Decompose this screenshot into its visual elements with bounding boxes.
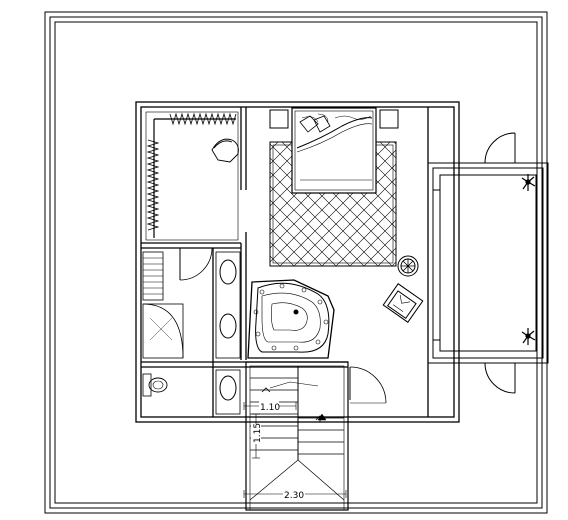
jacuzzi-tub (247, 279, 335, 359)
vanity-counter (215, 251, 241, 415)
outer-boundary (44, 11, 548, 514)
balcony-door-bottom (484, 362, 516, 394)
staircase (245, 361, 349, 511)
nightstand (269, 109, 399, 129)
chair-icon (211, 138, 239, 163)
dimension-height-a: 1.15 (253, 423, 263, 443)
bedroom-door (349, 366, 387, 404)
shower (142, 303, 184, 359)
balcony (427, 162, 549, 364)
dimension-width-a: 1.10 (260, 403, 280, 413)
balcony-door-top (484, 132, 516, 164)
dimension-width-b: 2.30 (284, 491, 304, 501)
bathroom-door (179, 247, 213, 281)
plant-icon (521, 174, 536, 191)
toilet-icon (142, 373, 168, 397)
side-table (397, 255, 419, 277)
wardrobe (145, 111, 239, 241)
bed (291, 107, 377, 194)
shelf (142, 251, 164, 301)
plant-icon (521, 328, 536, 345)
dimension-labels: 1.10 1.15 2.30 (251, 401, 305, 501)
armchair-icon (382, 283, 424, 323)
